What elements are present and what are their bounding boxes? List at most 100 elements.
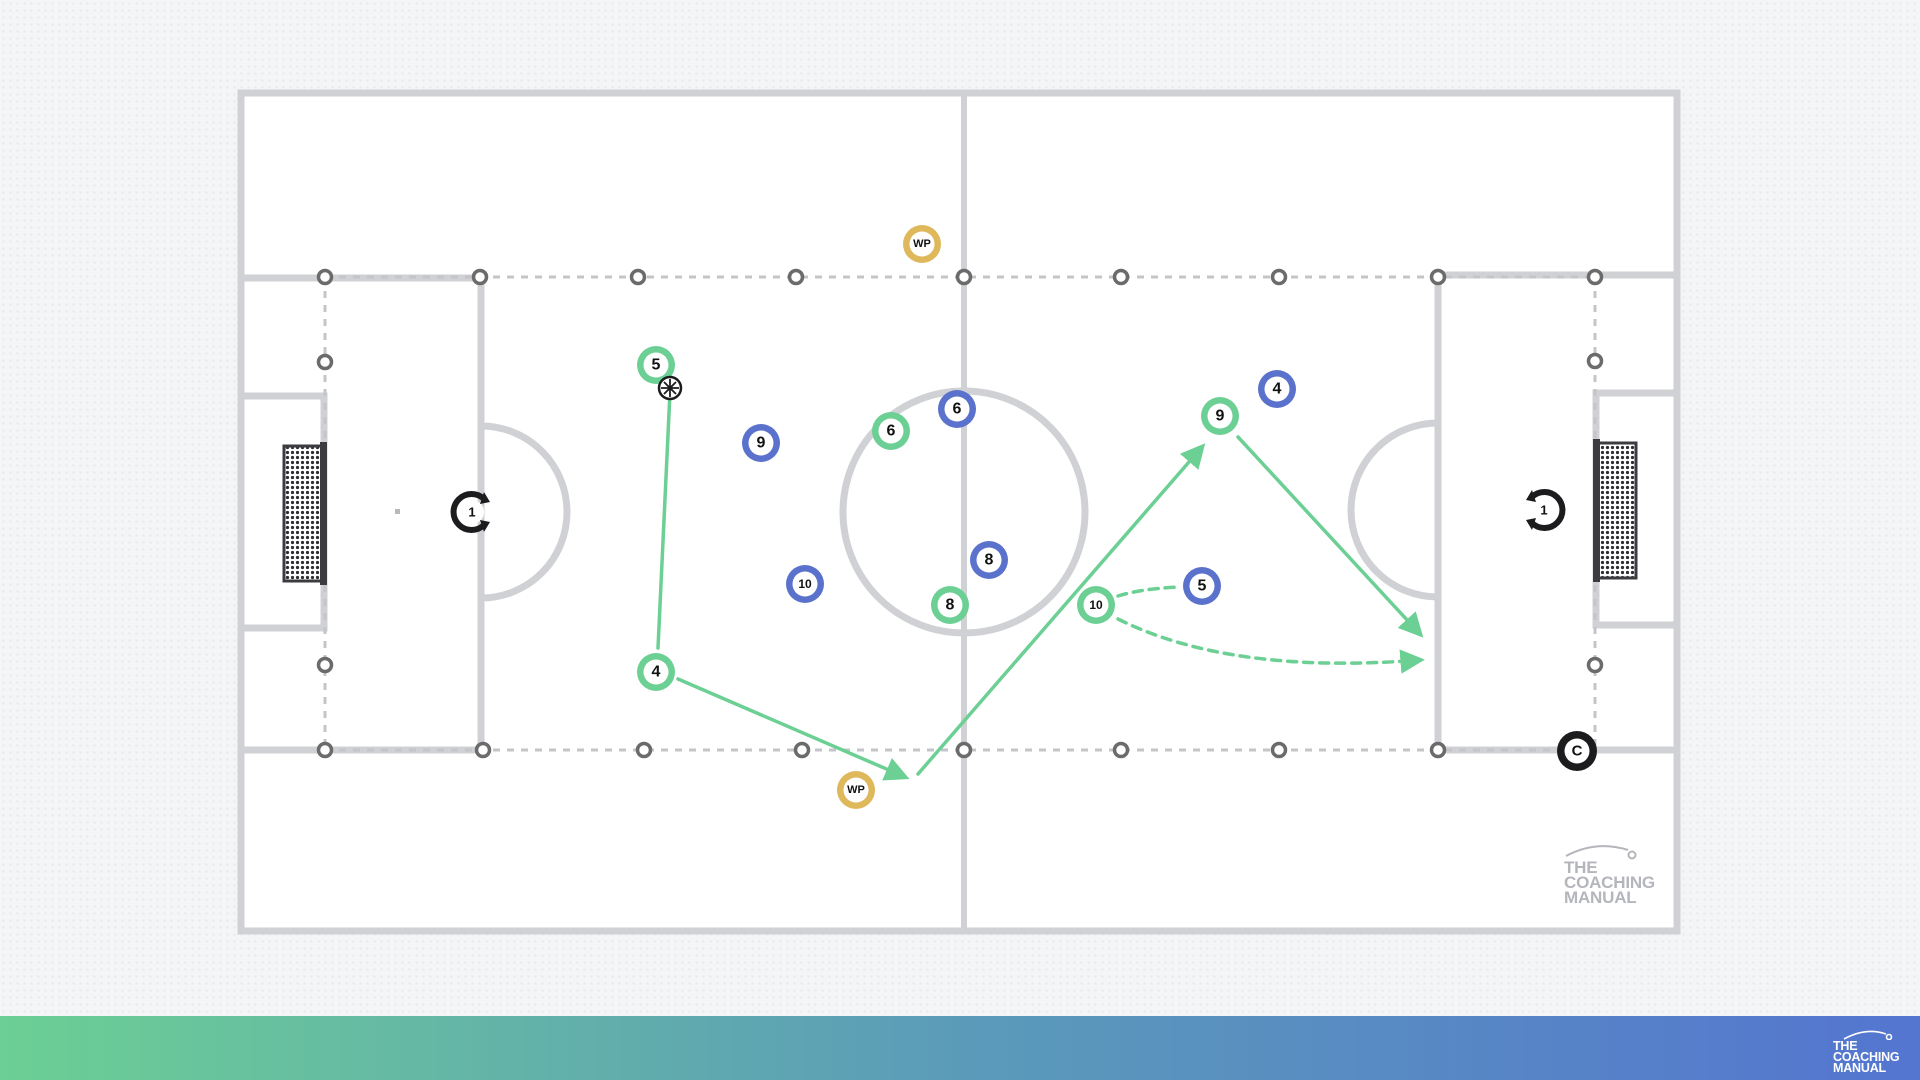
penalty-spot [395, 509, 400, 514]
cone-marker [955, 268, 973, 286]
blue-player-6-center [944, 396, 970, 422]
wide-player-2-label: WP [847, 784, 865, 796]
cone-marker [1586, 352, 1604, 370]
blue-player-4: 4 [1258, 370, 1296, 408]
green-player-9-label: 9 [1216, 408, 1225, 425]
goalkeeper-right-ring [1529, 489, 1566, 531]
green-player-4-center [643, 659, 669, 685]
blue-player-6: 6 [938, 390, 976, 428]
right-goal [1593, 439, 1638, 582]
watermark-arc-icon [1565, 845, 1637, 860]
right-penalty-arc [1347, 419, 1439, 601]
blue-player-5: 5 [1183, 567, 1221, 605]
coach-label: C [1572, 743, 1583, 760]
left-penalty-arc [480, 422, 571, 602]
cone-marker [1112, 741, 1130, 759]
run-arrow-4 [676, 677, 910, 781]
green-player-10-label: 10 [1089, 598, 1103, 612]
goalkeeper-left-label: 1 [468, 505, 475, 520]
footer-logo-line-1: THE [1833, 1039, 1858, 1053]
blue-player-10: 10 [786, 565, 824, 603]
blue-player-5-label: 5 [1198, 578, 1207, 595]
blue-player-8-center [976, 547, 1002, 573]
marker-cones [316, 268, 1604, 759]
blue-player-6-label: 6 [953, 401, 962, 418]
wide-player-1-label: WP [913, 238, 931, 250]
cone-marker [629, 268, 647, 286]
green-player-10: 10 [1077, 586, 1115, 624]
blue-player-8: 8 [970, 541, 1008, 579]
green-player-10-center [1083, 592, 1109, 618]
pitch-watermark: THE COACHING MANUAL [1560, 845, 1660, 907]
green-player-4-label: 4 [652, 664, 661, 681]
movement-arrows [656, 390, 1425, 781]
footer-logo-line-2: COACHING [1833, 1050, 1900, 1064]
cone-marker [316, 268, 334, 286]
green-player-6-center [878, 418, 904, 444]
logo-arc-icon [1843, 1030, 1893, 1040]
wide-player-2-center [843, 777, 869, 803]
blue-player-9-center [748, 430, 774, 456]
green-player-6-label: 6 [887, 423, 896, 440]
wide-player-2: WP [837, 771, 875, 809]
green-player-5-label: 5 [652, 357, 661, 374]
goalkeeper-left-arrow-icon [480, 492, 490, 504]
goalkeeper-right-arrow-icon [1526, 490, 1536, 502]
left-goal [282, 442, 327, 585]
cone-marker [1270, 268, 1288, 286]
green-player-9-center [1207, 403, 1233, 429]
goalkeeper-left-ring [450, 491, 487, 533]
cone-marker [1586, 268, 1604, 286]
cone-marker [1270, 741, 1288, 759]
green-player-8: 8 [931, 586, 969, 624]
cone-marker [316, 656, 334, 674]
blue-player-10-center [792, 571, 818, 597]
blue-player-10-label: 10 [798, 577, 812, 591]
run-arrow-9-to-box [1236, 435, 1424, 638]
watermark-line-3: MANUAL [1564, 888, 1637, 907]
cone-marker [316, 741, 334, 759]
run-arrow-10-dashed [1116, 617, 1425, 674]
pass-arrow-5-to-4 [656, 390, 672, 650]
green-player-5: 5 [637, 346, 675, 384]
run-arrow-to-9 [916, 443, 1206, 776]
blue-player-8-label: 8 [985, 552, 994, 569]
goalkeeper-right-label: 1 [1540, 503, 1547, 518]
watermark-line-2: COACHING [1564, 873, 1655, 892]
cone-marker [793, 741, 811, 759]
wide-player-1-center [909, 231, 935, 257]
blue-player-4-label: 4 [1273, 381, 1282, 398]
footer-gradient-bar [0, 1016, 1920, 1080]
ball-icon [657, 375, 683, 401]
watermark-line-1: THE [1564, 858, 1598, 877]
cone-marker [316, 353, 334, 371]
green-player-4: 4 [637, 653, 675, 691]
blue-player-4-center [1264, 376, 1290, 402]
pass-arrow-10-dashed [1116, 585, 1180, 598]
cone-marker [1586, 656, 1604, 674]
footer-logo: THE COACHING MANUAL [1830, 1028, 1910, 1075]
footer-logo-line-3: MANUAL [1833, 1061, 1886, 1075]
coach: C [1557, 731, 1597, 771]
blue-player-5-center [1189, 573, 1215, 599]
cone-marker [1112, 268, 1130, 286]
goalkeeper-right: 1 [1526, 489, 1566, 531]
cone-marker [955, 741, 973, 759]
cone-marker [787, 268, 805, 286]
green-player-8-center [937, 592, 963, 618]
green-player-9: 9 [1201, 397, 1239, 435]
right-penalty-area [1434, 271, 1674, 754]
cone-marker [1429, 268, 1447, 286]
blue-player-9: 9 [742, 424, 780, 462]
green-player-5-center [643, 352, 669, 378]
goalkeeper-left: 1 [450, 491, 490, 533]
cone-marker [474, 741, 492, 759]
centre-circle [839, 387, 1089, 637]
green-player-6: 6 [872, 412, 910, 450]
wide-player-1: WP [903, 225, 941, 263]
green-player-8-label: 8 [946, 597, 955, 614]
cone-marker [471, 268, 489, 286]
cone-marker [1429, 741, 1447, 759]
